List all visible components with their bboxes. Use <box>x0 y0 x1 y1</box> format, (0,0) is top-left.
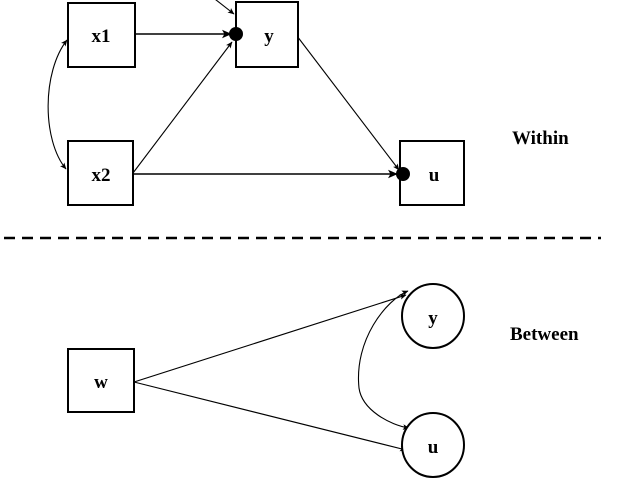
node-x2[interactable]: x2 <box>67 140 134 206</box>
junction-dot-y <box>229 27 243 41</box>
node-u-between[interactable]: u <box>401 412 465 478</box>
node-w[interactable]: w <box>67 348 135 413</box>
node-y-between-label: y <box>428 308 438 329</box>
edge-external-to-y <box>215 0 235 15</box>
between-section: w y u Between <box>67 283 579 478</box>
node-u-between-ellipse[interactable] <box>401 412 465 478</box>
node-y-within-label: y <box>264 26 274 47</box>
node-x2-label: x2 <box>92 165 111 186</box>
junction-dot-u <box>396 167 410 181</box>
node-x2-box[interactable] <box>67 140 134 206</box>
node-u-between-label: u <box>428 437 439 458</box>
node-x1-box[interactable] <box>67 2 136 68</box>
node-y-between[interactable]: y <box>401 283 465 349</box>
node-y-within[interactable]: y <box>235 1 299 68</box>
node-x1-label: x1 <box>92 26 111 47</box>
node-w-label: w <box>94 372 108 393</box>
edge-x1-x2-covariance <box>47 39 68 170</box>
node-x1[interactable]: x1 <box>67 2 136 68</box>
edge-y-u-covariance <box>357 290 410 430</box>
between-section-label: Between <box>510 324 579 345</box>
within-section-label: Within <box>512 128 569 149</box>
edge-y-to-u <box>296 35 400 171</box>
edge-x2-to-y <box>132 41 233 174</box>
node-y-between-ellipse[interactable] <box>401 283 465 349</box>
edge-w-to-u <box>133 381 407 452</box>
edge-w-to-y <box>133 294 407 383</box>
within-section: x1 x2 y u Within <box>47 0 569 206</box>
node-w-box[interactable] <box>67 348 135 413</box>
node-u-within-label: u <box>429 165 440 186</box>
